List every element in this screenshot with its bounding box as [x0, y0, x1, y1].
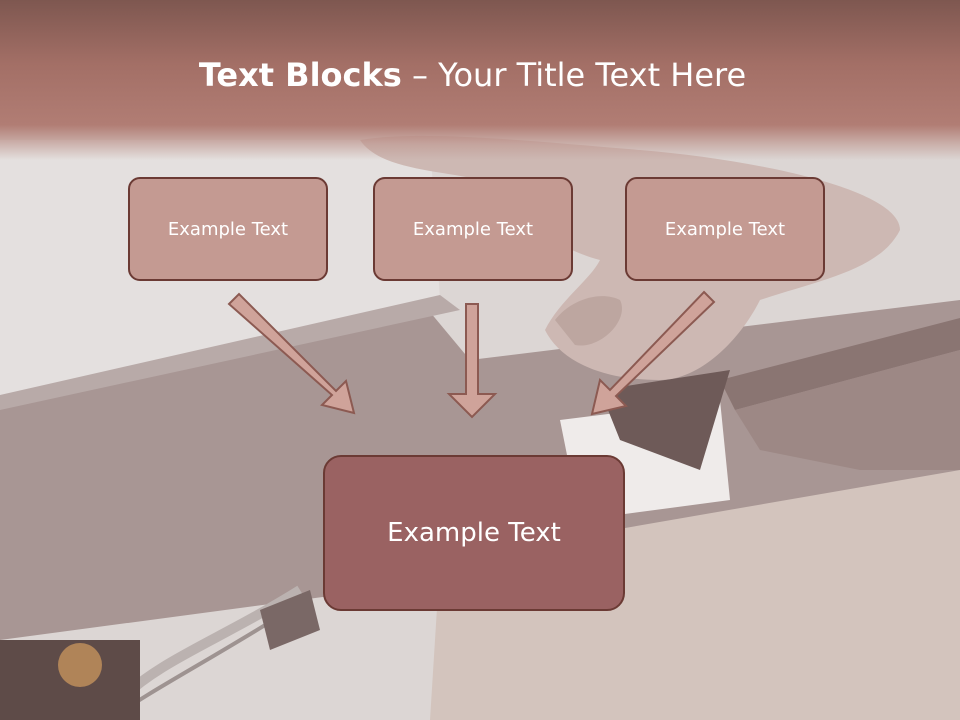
- title-rest: – Your Title Text Here: [401, 56, 747, 94]
- text-block-1: Example Text: [128, 177, 328, 281]
- arrow-center: [446, 303, 498, 419]
- text-block-main: Example Text: [323, 455, 625, 611]
- title-band: [0, 0, 960, 160]
- arrow-left: [227, 292, 356, 415]
- slide-title: Text Blocks – Your Title Text Here: [0, 55, 945, 95]
- title-bold: Text Blocks: [198, 56, 402, 94]
- arrow-right: [590, 290, 716, 416]
- text-block-2: Example Text: [373, 177, 573, 281]
- text-block-3: Example Text: [625, 177, 825, 281]
